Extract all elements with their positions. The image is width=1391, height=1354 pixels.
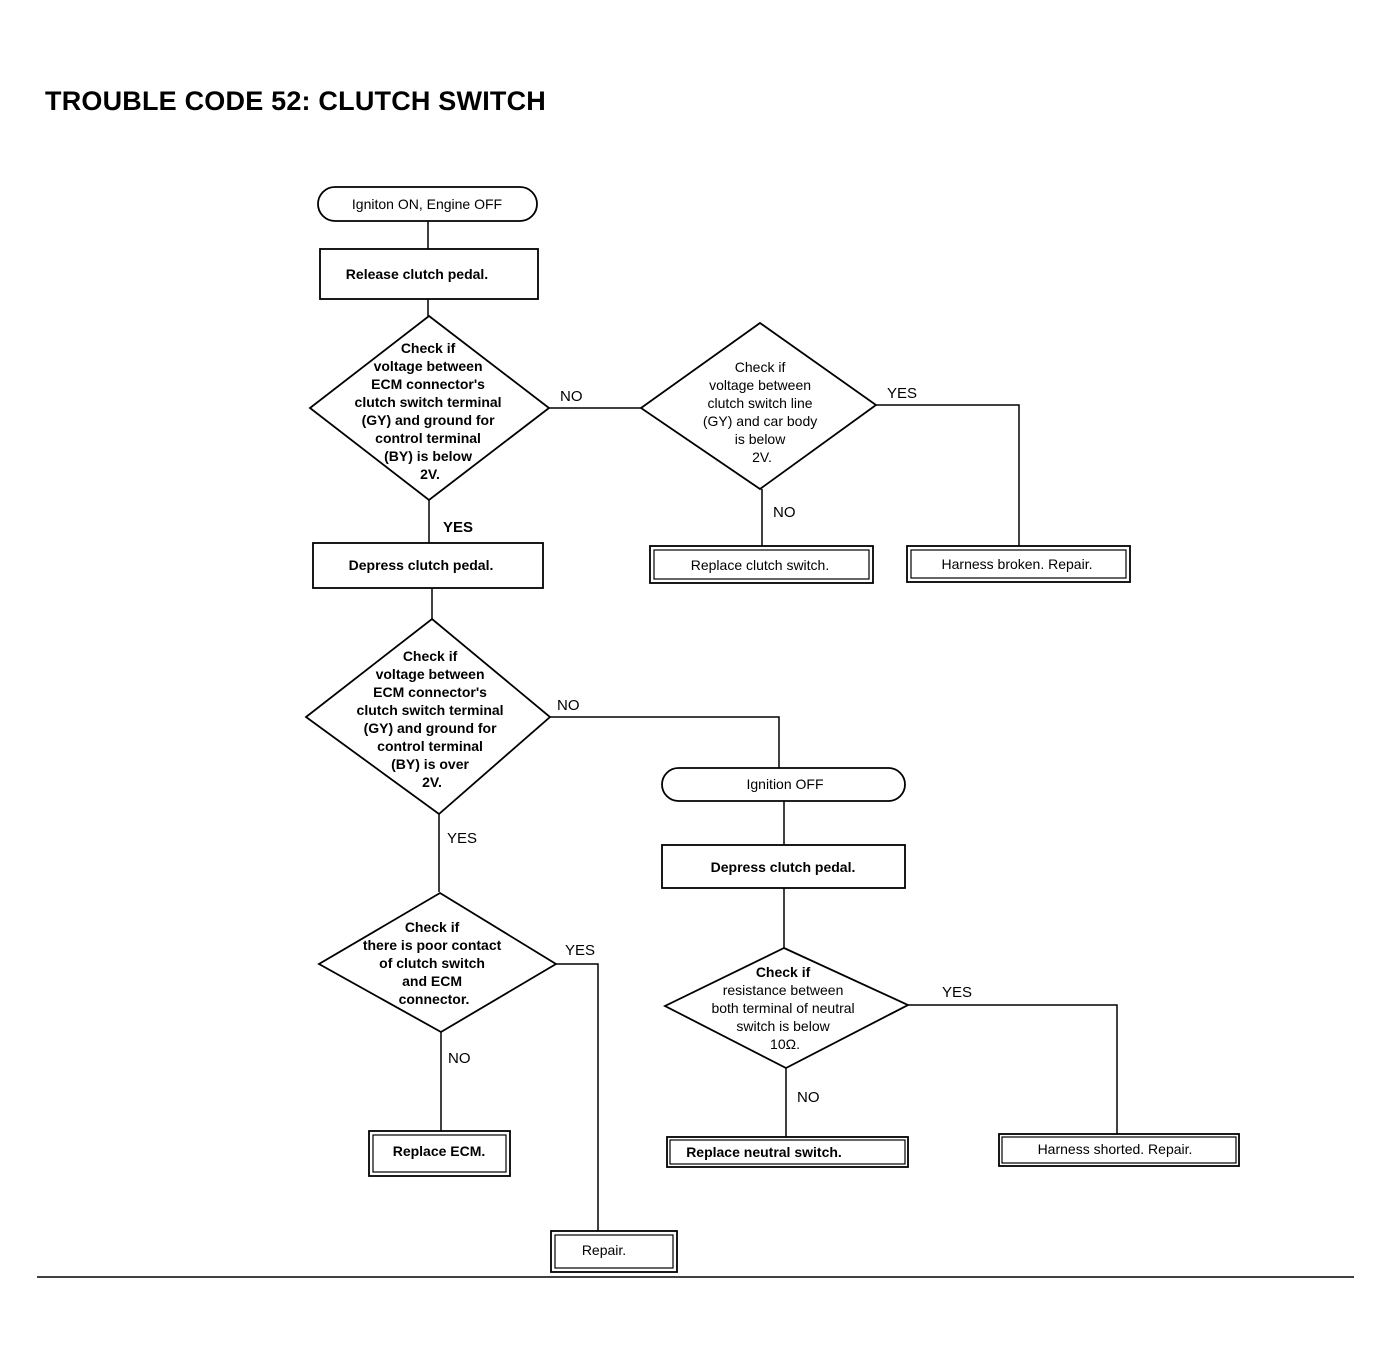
decision-3-text: Check if voltage between ECM connector's… (357, 648, 508, 790)
decision-4-line: there is poor contact (363, 937, 502, 953)
decision-5-line: resistance between (723, 982, 844, 998)
decision-2-line: voltage between (709, 377, 811, 393)
decision-5-line: both terminal of neutral (711, 1000, 854, 1016)
decision-1-text: Check if voltage between ECM connector's… (355, 340, 506, 482)
repair-box: Repair. (550, 1230, 678, 1273)
decision-1-line: voltage between (374, 358, 483, 374)
connectors (427, 221, 1118, 1231)
harness-broken-text: Harness broken. Repair. (942, 556, 1093, 572)
branch-label-no: NO (773, 504, 796, 521)
decision-2-line: clutch switch line (708, 395, 813, 411)
decision-3-line: (GY) and ground for (364, 720, 498, 736)
harness-broken-box: Harness broken. Repair. (906, 545, 1131, 583)
decision-4-line: connector. (399, 991, 470, 1007)
decision-ecm-voltage-over-2v: Check if voltage between ECM connector's… (304, 617, 552, 816)
depress-clutch-box-2: Depress clutch pedal. (661, 844, 906, 889)
decision-3-line: clutch switch terminal (357, 702, 504, 718)
ignition-off-terminator: Ignition OFF (661, 767, 906, 802)
harness-shorted-box: Harness shorted. Repair. (998, 1133, 1240, 1167)
branch-label-yes: YES (942, 984, 972, 1001)
harness-shorted-text: Harness shorted. Repair. (1038, 1141, 1193, 1157)
replace-ecm-text: Replace ECM. (393, 1143, 486, 1159)
branch-labels: NO YES YES NO NO YES YES NO YES NO (443, 385, 972, 1106)
decision-4-line: of clutch switch (379, 955, 485, 971)
repair-text: Repair. (582, 1242, 626, 1258)
decision-1-line: control terminal (375, 430, 481, 446)
branch-label-yes: YES (565, 942, 595, 959)
start-terminator: Igniton ON, Engine OFF (317, 186, 538, 222)
decision-1-line: Check if (401, 340, 456, 356)
decision-poor-contact: Check if there is poor contact of clutch… (317, 891, 558, 1034)
replace-clutch-switch-box: Replace clutch switch. (649, 545, 874, 584)
decision-3-line: Check if (403, 648, 458, 664)
decision-5-line: 10Ω. (770, 1036, 800, 1052)
replace-neutral-switch-text: Replace neutral switch. (686, 1144, 842, 1160)
decision-5-line: Check if (756, 964, 811, 980)
release-clutch-text: Release clutch pedal. (346, 266, 488, 282)
decision-1-line: ECM connector's (371, 376, 485, 392)
replace-neutral-switch-box: Replace neutral switch. (666, 1136, 909, 1168)
page-title: TROUBLE CODE 52: CLUTCH SWITCH (45, 86, 546, 116)
decision-4-text: Check if there is poor contact of clutch… (363, 919, 505, 1007)
depress-clutch-text-1: Depress clutch pedal. (349, 557, 494, 573)
branch-label-no: NO (448, 1050, 471, 1067)
decision-neutral-resistance: Check if resistance between both termina… (662, 947, 911, 1070)
ignition-off-text: Ignition OFF (746, 776, 823, 792)
depress-clutch-box-1: Depress clutch pedal. (312, 542, 544, 589)
decision-1-line: clutch switch terminal (355, 394, 502, 410)
decision-2-line: Check if (735, 359, 786, 375)
branch-label-yes: YES (443, 519, 473, 536)
decision-3-line: 2V. (422, 774, 442, 790)
branch-label-no: NO (797, 1089, 820, 1106)
depress-clutch-text-2: Depress clutch pedal. (711, 859, 856, 875)
decision-3-line: control terminal (377, 738, 483, 754)
decision-2-line: (GY) and car body (703, 413, 817, 429)
decision-clutch-line-below-2v: Check if voltage between clutch switch l… (639, 321, 878, 491)
decision-5-text: Check if resistance between both termina… (711, 964, 858, 1052)
start-text: Igniton ON, Engine OFF (352, 196, 502, 212)
decision-5-line: switch is below (736, 1018, 830, 1034)
branch-label-yes: YES (447, 830, 477, 847)
branch-label-no: NO (557, 697, 580, 714)
decision-2-text: Check if voltage between clutch switch l… (703, 359, 821, 465)
decision-3-line: voltage between (376, 666, 485, 682)
decision-3-line: ECM connector's (373, 684, 487, 700)
decision-1-line: (BY) is below (384, 448, 472, 464)
replace-clutch-switch-text: Replace clutch switch. (691, 557, 830, 573)
branch-label-yes: YES (887, 385, 917, 402)
decision-1-line: 2V. (420, 466, 440, 482)
decision-4-line: Check if (405, 919, 460, 935)
decision-2-line: 2V. (752, 449, 772, 465)
decision-1-line: (GY) and ground for (362, 412, 496, 428)
release-clutch-box: Release clutch pedal. (319, 248, 539, 300)
decision-2-line: is below (735, 431, 786, 447)
decision-3-line: (BY) is over (391, 756, 469, 772)
decision-ecm-voltage-below-2v: Check if voltage between ECM connector's… (308, 314, 551, 502)
replace-ecm-box: Replace ECM. (368, 1130, 511, 1177)
decision-4-line: and ECM (402, 973, 462, 989)
branch-label-no: NO (560, 388, 583, 405)
